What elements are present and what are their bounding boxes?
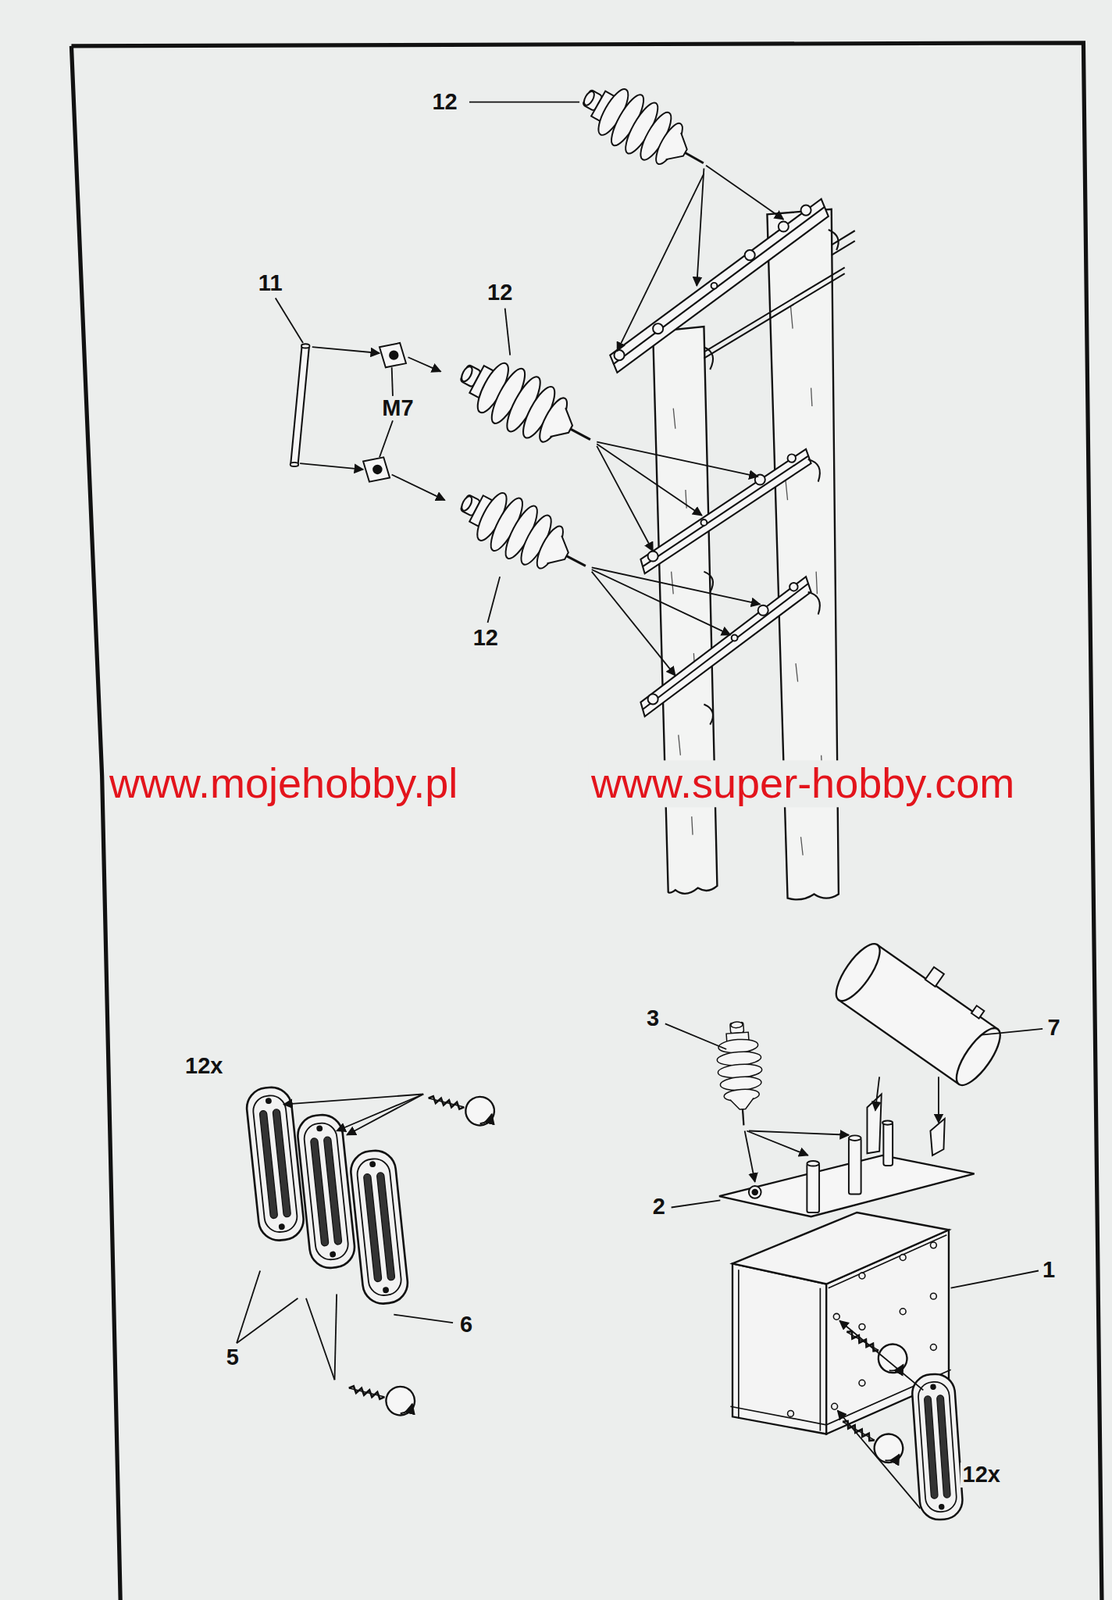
quantity-note: 12x (182, 1053, 225, 1079)
callout-number: 12 (470, 625, 501, 651)
callout-number: 5 (224, 1344, 242, 1370)
callout-number: 12 (429, 89, 460, 115)
callout-number: 1 (1040, 1258, 1058, 1284)
callout-number: 11 (256, 270, 286, 296)
callout-number: 6 (457, 1311, 475, 1337)
callout-number: 2 (650, 1194, 668, 1220)
callout-number: 7 (1044, 1015, 1063, 1041)
callout-number: 3 (644, 1005, 662, 1031)
watermark: www.super-hobby.com (588, 760, 1017, 807)
part-code: M7 (379, 395, 416, 421)
callout-number: 12 (484, 280, 515, 306)
quantity-note: 12x (960, 1461, 1003, 1487)
watermark: www.mojehobby.pl (106, 760, 460, 807)
